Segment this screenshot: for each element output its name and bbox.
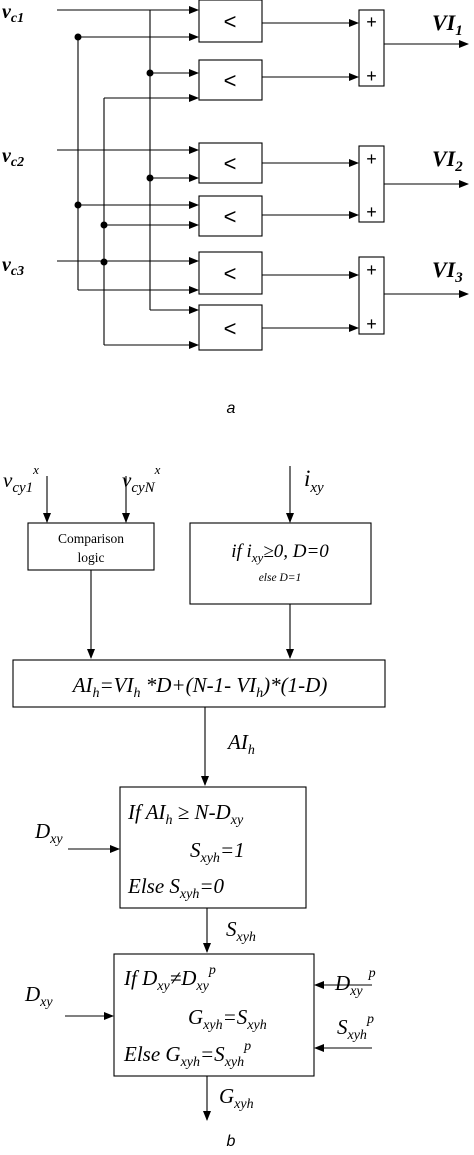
figure-b: vcy1x vcyNx ixy Comparison logic if ixy≥… [3, 462, 386, 1150]
figure-a-wiring [57, 6, 469, 349]
adder-block: + + [358, 256, 385, 335]
direction-condition: if ixy≥0, D=0 [231, 541, 329, 565]
threshold-line1: If AIh ≥ N-Dxy [127, 800, 244, 828]
adder-block: + + [358, 9, 385, 87]
gate-line1: If Dxy≠Dxyp [123, 963, 216, 994]
output-label-vi2: VI2 [432, 146, 463, 175]
junction-dot [146, 69, 154, 77]
threshold-line2: Sxyh=1 [190, 838, 245, 866]
adder-plus: + [366, 260, 377, 280]
comparator-block: < [198, 142, 263, 184]
output-label-vi1: VI1 [432, 10, 463, 39]
direction-else: else D=1 [259, 572, 302, 584]
comparator-block: < [198, 304, 263, 351]
adder-plus: + [366, 12, 377, 32]
adder-plus: + [366, 314, 377, 334]
adder-block: + + [358, 145, 385, 223]
output-label-vi3: VI3 [432, 257, 463, 286]
sxyh-p-input-label: Sxyhp [337, 1012, 374, 1043]
gate-line3: Else Gxyh=Sxyhp [123, 1039, 251, 1070]
ai-formula: AIh=VIh *D+(N-1- VIh)*(1-D) [71, 673, 328, 701]
threshold-block: If AIh ≥ N-Dxy Sxyh=1 Else Sxyh=0 [119, 786, 307, 909]
comparator-block: < [198, 0, 263, 43]
s-signal-label: Sxyh [226, 917, 256, 945]
comparator-symbol: < [224, 261, 237, 286]
direction-block: if ixy≥0, D=0 else D=1 [189, 522, 372, 605]
threshold-line3: Else Sxyh=0 [127, 874, 225, 902]
input-label-vc3: vc3 [2, 254, 24, 279]
d-input-label: Dxy [34, 819, 63, 847]
comparison-logic-line1: Comparison [58, 531, 124, 546]
comparison-logic-block: Comparison logic [27, 522, 155, 571]
comparator-symbol: < [224, 68, 237, 93]
gate-block: If Dxy≠Dxyp Gxyh=Sxyh Else Gxyh=Sxyhp [113, 953, 315, 1077]
junction-dot [74, 201, 82, 209]
figure-a: vc1 vc2 vc3 [2, 0, 469, 417]
input-label-vc2: vc2 [2, 145, 24, 170]
adder-plus: + [366, 149, 377, 169]
dxy-p-input-label: Dxyp [334, 966, 376, 999]
comparator-block: < [198, 59, 263, 101]
junction-dot [146, 174, 154, 182]
comparator-block: < [198, 195, 263, 237]
gate-line2: Gxyh=Sxyh [188, 1005, 267, 1033]
d-input-label-2: Dxy [24, 982, 53, 1010]
comparator-block: < [198, 251, 263, 295]
comparator-symbol: < [224, 204, 237, 229]
g-output-label: Gxyh [219, 1084, 254, 1112]
ai-signal-label: AIh [226, 730, 255, 758]
adder-plus: + [366, 66, 377, 86]
input-label-vcy1x: vcy1x [3, 462, 39, 496]
ai-formula-block: AIh=VIh *D+(N-1- VIh)*(1-D) [12, 659, 386, 708]
junction-dot [100, 221, 108, 229]
caption-b: b [227, 1133, 236, 1150]
input-label-vc1: vc1 [2, 1, 24, 26]
comparator-symbol: < [224, 151, 237, 176]
adder-plus: + [366, 202, 377, 222]
comparison-logic-line2: logic [78, 550, 105, 565]
comparator-symbol: < [224, 9, 237, 34]
caption-a: a [227, 400, 236, 417]
junction-dot [100, 258, 108, 266]
input-label-ixy: ixy [304, 466, 324, 496]
comparator-symbol: < [224, 316, 237, 341]
input-label-vcyNx: vcyNx [122, 462, 161, 496]
junction-dot [74, 33, 82, 41]
